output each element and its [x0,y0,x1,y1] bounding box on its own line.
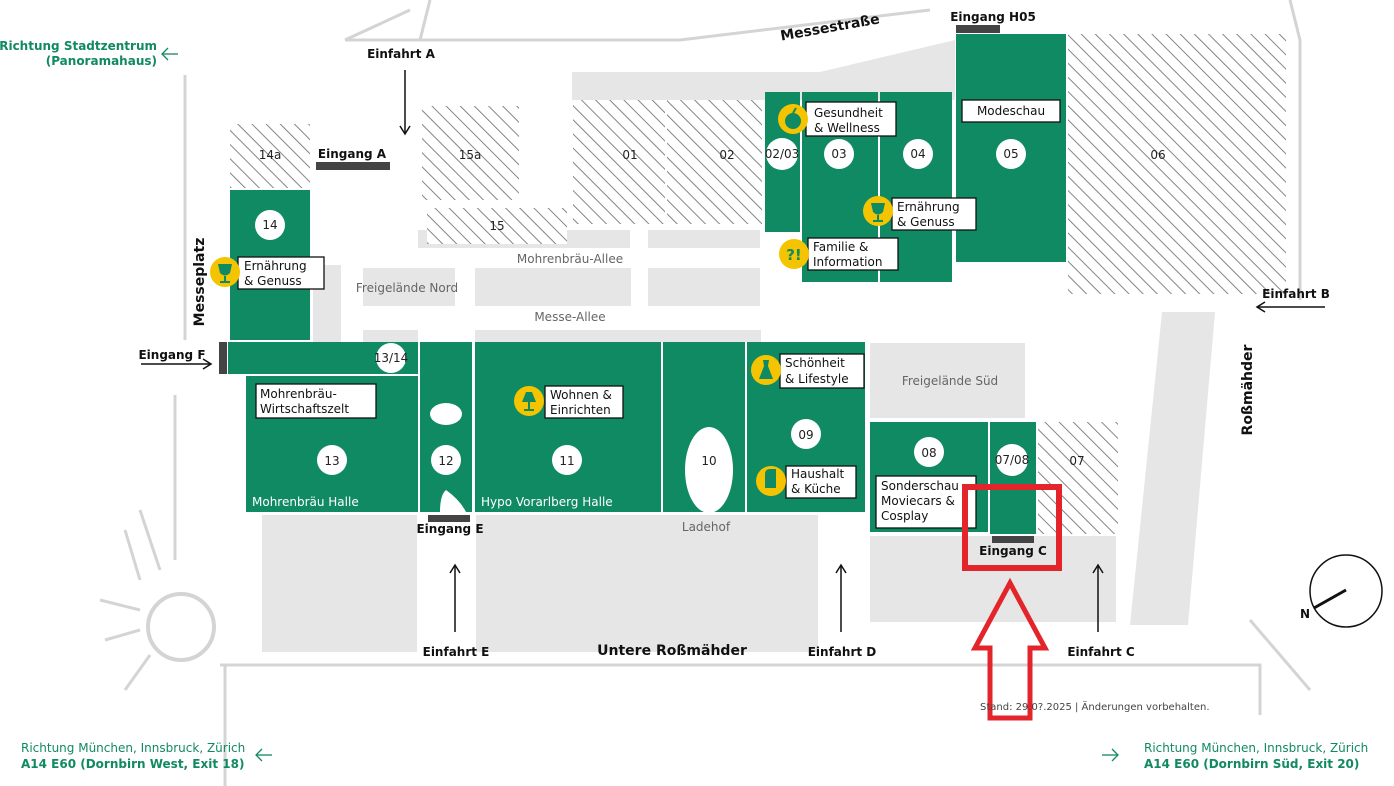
direction-west-line2: A14 E60 (Dornbirn West, Exit 18) [21,757,244,771]
eingang-e-label: Eingang E [416,522,483,536]
messestrasse-label: Messestraße [779,11,881,44]
compass-north-label: N [1300,607,1310,621]
hall-08-label: 08 [921,446,936,460]
hall-07-label: 07 [1069,454,1084,468]
ernaehrung-14-line2: & Genuss [244,274,302,288]
einfahrt-a-label: Einfahrt A [367,47,436,61]
sonderschau-line3: Cosplay [881,509,928,523]
direction-sued-line1: Richtung München, Innsbruck, Zürich [1144,741,1368,755]
wohnen-line1: Wohnen & [550,388,612,402]
theme-labels: Gesundheit & Wellness Ernährung & Genuss… [244,104,1045,523]
familie-line1: Familie & [813,240,868,254]
hall-04-label: 04 [910,147,925,161]
hall-09-label: 09 [798,428,813,442]
untere-rossmaehder-label: Untere Roßmähder [597,643,747,659]
highlight-eingang-c [962,484,1062,721]
apple-icon [778,104,808,134]
hatched-halls [230,34,1286,534]
oval-12-top [430,403,462,425]
eingang-c-label: Eingang C [979,544,1047,558]
eingang-h05-label: Eingang H05 [950,10,1036,24]
schoenheit-line2: & Lifestyle [785,372,849,386]
freigelaende-sued-label: Freigelände Süd [902,374,998,388]
entrance-bars [219,25,1034,543]
compass: N [1300,554,1383,628]
wohnen-line2: Einrichten [550,403,611,417]
arrows [141,70,1325,632]
direction-labels: Richtung Stadtzentrum (Panoramahaus) Ric… [0,39,1368,771]
oval-12-bottom [440,490,466,512]
footer-stand: Stand: 29.0?.2025 | Änderungen vorbehalt… [980,700,1210,713]
messeplatz-label: Messeplatz [192,238,208,327]
mohrenbraeu-zelt-line2: Wirtschaftszelt [260,402,349,416]
ground-areas [262,40,1215,652]
wine-glass-icon [210,257,240,287]
eingang-a-label: Eingang A [318,147,387,161]
hall-06-label: 06 [1150,148,1165,162]
stadtzentrum-line1: Richtung Stadtzentrum [0,39,157,53]
sonderschau-line2: Moviecars & [881,494,955,508]
hall-12-label: 12 [438,454,453,468]
hypo-halle-label: Hypo Vorarlberg Halle [481,495,613,509]
einfahrt-b-label: Einfahrt B [1262,287,1330,301]
hall-14a-label: 14a [259,148,282,162]
hall-0203-label: 02/03 [765,147,800,161]
ernaehrung-14-line1: Ernährung [244,259,307,273]
ernaehrung-04-line2: & Genuss [897,215,955,229]
lamp-icon [514,386,544,416]
freigelaende-nord-label: Freigelände Nord [356,281,458,295]
direction-arrows [161,47,1119,762]
hall-13-label: 13 [324,454,339,468]
einfahrt-d-label: Einfahrt D [808,645,877,659]
hall-10-label: 10 [701,454,716,468]
sonderschau-line1: Sonderschau [881,479,959,493]
messe-allee-label: Messe-Allee [534,310,605,324]
familie-line2: Information [813,255,882,269]
gesundheit-line1: Gesundheit [814,106,883,120]
wine-glass-icon [863,196,893,226]
direction-sued-line2: A14 E60 (Dornbirn Süd, Exit 20) [1144,757,1359,771]
mohrenbraeu-allee-label: Mohrenbräu-Allee [517,252,623,266]
hall-11-label: 11 [559,454,574,468]
gesundheit-line2: & Wellness [814,121,880,135]
hall-01-label: 01 [622,148,637,162]
theme-boxes [237,99,1061,529]
hall-15a-label: 15a [459,148,482,162]
road-lines [99,0,1312,786]
hall-15-label: 15 [489,219,504,233]
einfahrt-c-label: Einfahrt C [1067,645,1135,659]
eingang-f-label: Eingang F [138,348,205,362]
hall-03-label: 03 [831,147,846,161]
ernaehrung-04-line1: Ernährung [897,200,960,214]
stadtzentrum-line2: (Panoramahaus) [46,54,157,68]
family-info-icon: ?! [779,239,809,269]
hall-1314-label: 13/14 [374,351,409,365]
hall-02-label: 02 [719,148,734,162]
schoenheit-line1: Schönheit [785,356,845,370]
modeschau-label: Modeschau [977,104,1045,118]
mohrenbraeu-halle-label: Mohrenbräu Halle [252,495,359,509]
hall-0708-label: 07/08 [995,453,1030,467]
rossmaehder-label: Roßmähder [1240,344,1256,435]
direction-west-line1: Richtung München, Innsbruck, Zürich [21,741,245,755]
haushalt-line1: Haushalt [791,467,845,481]
roundabout [146,592,216,662]
entrance-labels: Eingang A Eingang H05 Eingang F Eingang … [138,10,1329,659]
svg-text:?!: ?! [786,246,802,264]
theme-icons: ?! [210,104,893,496]
haushalt-line2: & Küche [791,482,841,496]
hall-labels: 14a 15a 15 01 02 02/03 03 04 05 06 14 13… [252,147,1166,509]
hall-05-label: 05 [1003,147,1018,161]
dress-icon [751,355,781,385]
hall-number-circles [255,138,1028,476]
einfahrt-e-label: Einfahrt E [423,645,490,659]
oven-mitt-icon [756,466,786,496]
hall-14-label: 14 [262,218,277,232]
mohrenbraeu-zelt-line1: Mohrenbräu- [260,387,337,401]
ladehof-label: Ladehof [682,520,731,534]
